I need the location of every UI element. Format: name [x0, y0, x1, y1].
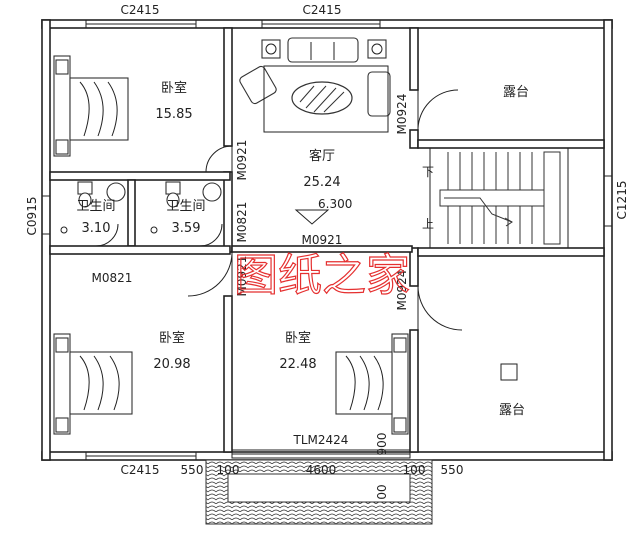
- armchair-right: [367, 71, 391, 117]
- window-left: [41, 195, 51, 235]
- door-terrace-ne-code: M0924: [395, 94, 409, 135]
- windows: [41, 19, 613, 461]
- terrace-ne-name: 露台: [503, 85, 529, 100]
- drain-1: [60, 226, 68, 234]
- door-terrace-ne: [417, 89, 459, 131]
- bedroom-sw-name: 卧室: [159, 330, 185, 346]
- living-furniture: [239, 37, 391, 133]
- dim-00: 00: [375, 484, 389, 499]
- wall-bath-bedroom: [49, 245, 231, 255]
- bath-fixtures: [60, 181, 222, 234]
- toilet-1: [77, 181, 93, 195]
- stair-up-label: 上: [422, 217, 434, 231]
- east-wall: [603, 19, 613, 461]
- door-bath-1-code: M0821: [92, 271, 133, 285]
- door-terrace-se-code: M0924: [395, 270, 409, 311]
- door-swings: [95, 89, 463, 331]
- wall-bath-split: [127, 179, 136, 247]
- wall-bedrooms-south: [223, 295, 233, 453]
- door-bedroom-s-code: M0921: [235, 256, 249, 297]
- living-name: 客厅: [309, 148, 335, 164]
- staircase: 下 上: [422, 147, 569, 249]
- bedroom-sw-area: 20.98: [153, 357, 190, 372]
- toilet-2: [165, 181, 181, 195]
- balcony-door-code: TLM2424: [293, 433, 349, 447]
- side-table-right: [367, 39, 387, 59]
- armchair-left: [239, 65, 277, 105]
- dim-100-right: 100: [403, 463, 426, 477]
- door-bath-2: [199, 223, 223, 247]
- wall-living-bedroom: [231, 245, 413, 253]
- sink-2: [202, 182, 222, 202]
- window-top-left-code: C2415: [121, 3, 160, 17]
- balcony: [205, 459, 433, 525]
- bath-2-area: 3.59: [172, 221, 201, 236]
- window-right: [603, 175, 613, 227]
- living-area: 25.24: [303, 175, 340, 190]
- walls: [41, 19, 613, 461]
- balcony-floor: [227, 473, 411, 503]
- opening-codes: C2415 C2415 C0915 C1215 C2415 TLM2424 M0…: [25, 3, 629, 477]
- door-bath-1: [95, 223, 119, 247]
- wall-bath-living: [223, 171, 233, 253]
- bed-sw: [53, 333, 133, 435]
- rug: [263, 65, 389, 133]
- window-right-code: C1215: [615, 181, 629, 220]
- dim-4600: 4600: [306, 463, 337, 477]
- west-wall: [41, 19, 51, 461]
- wall-living-terrace-top: [409, 27, 419, 91]
- door-bedroom-s: [187, 251, 233, 297]
- coffee-table: [291, 81, 353, 115]
- bath-2-name: 卫生间: [166, 199, 205, 214]
- wall-stair-terrace: [409, 247, 419, 287]
- stair-well: [429, 147, 569, 249]
- bedroom-s-area: 22.48: [279, 357, 316, 372]
- dim-100-left: 100: [217, 463, 240, 477]
- wall-stair-terrace-s: [417, 247, 605, 257]
- sofa: [287, 37, 359, 63]
- window-left-code: C0915: [25, 197, 39, 236]
- dim-550-left: 550: [181, 463, 204, 477]
- dimensions: 550 100 4600 100 550 900 00: [181, 433, 464, 500]
- bath-1-name: 卫生间: [76, 199, 115, 214]
- elevation-marker: [294, 209, 330, 225]
- wall-bed-bath: [49, 171, 231, 181]
- door-bedroom-nw-code: M0921: [235, 140, 249, 181]
- bed-s: [335, 333, 409, 435]
- bedroom-nw-area: 15.85: [155, 107, 192, 122]
- stair-treads: [439, 151, 561, 245]
- stair-down-label: 下: [422, 165, 434, 179]
- dim-900: 900: [375, 433, 389, 456]
- door-terrace-se: [417, 285, 463, 331]
- wall-terrace-stair: [417, 139, 605, 149]
- bedroom-s-name: 卧室: [285, 330, 311, 346]
- bedroom-nw-name: 卧室: [161, 80, 187, 96]
- window-bottom-left-code: C2415: [121, 463, 160, 477]
- side-table-left: [261, 39, 281, 59]
- bed-nw: [53, 55, 129, 157]
- dim-550-right: 550: [441, 463, 464, 477]
- watermark: 图纸之家: [234, 250, 410, 301]
- terrace-se-name: 露台: [499, 403, 525, 418]
- room-labels: 卧室 15.85 客厅 25.24 露台 卫生间 3.10 卫生间 3.59 卧…: [76, 80, 529, 418]
- bath-1-area: 3.10: [82, 221, 111, 236]
- door-bedroom-nw: [205, 145, 233, 173]
- door-bath-2-code: M0821: [235, 202, 249, 243]
- elevation-label: 6.300: [318, 197, 352, 211]
- wall-bedroom-terrace: [409, 329, 419, 453]
- terrace-drain: [500, 363, 518, 381]
- drain-2: [150, 226, 158, 234]
- wall-bedroom-living: [223, 27, 233, 147]
- wall-living-terrace-mid: [409, 129, 419, 149]
- sink-1: [106, 182, 126, 202]
- window-top-mid-code: C2415: [303, 3, 342, 17]
- door-living-south-code: M0921: [302, 233, 343, 247]
